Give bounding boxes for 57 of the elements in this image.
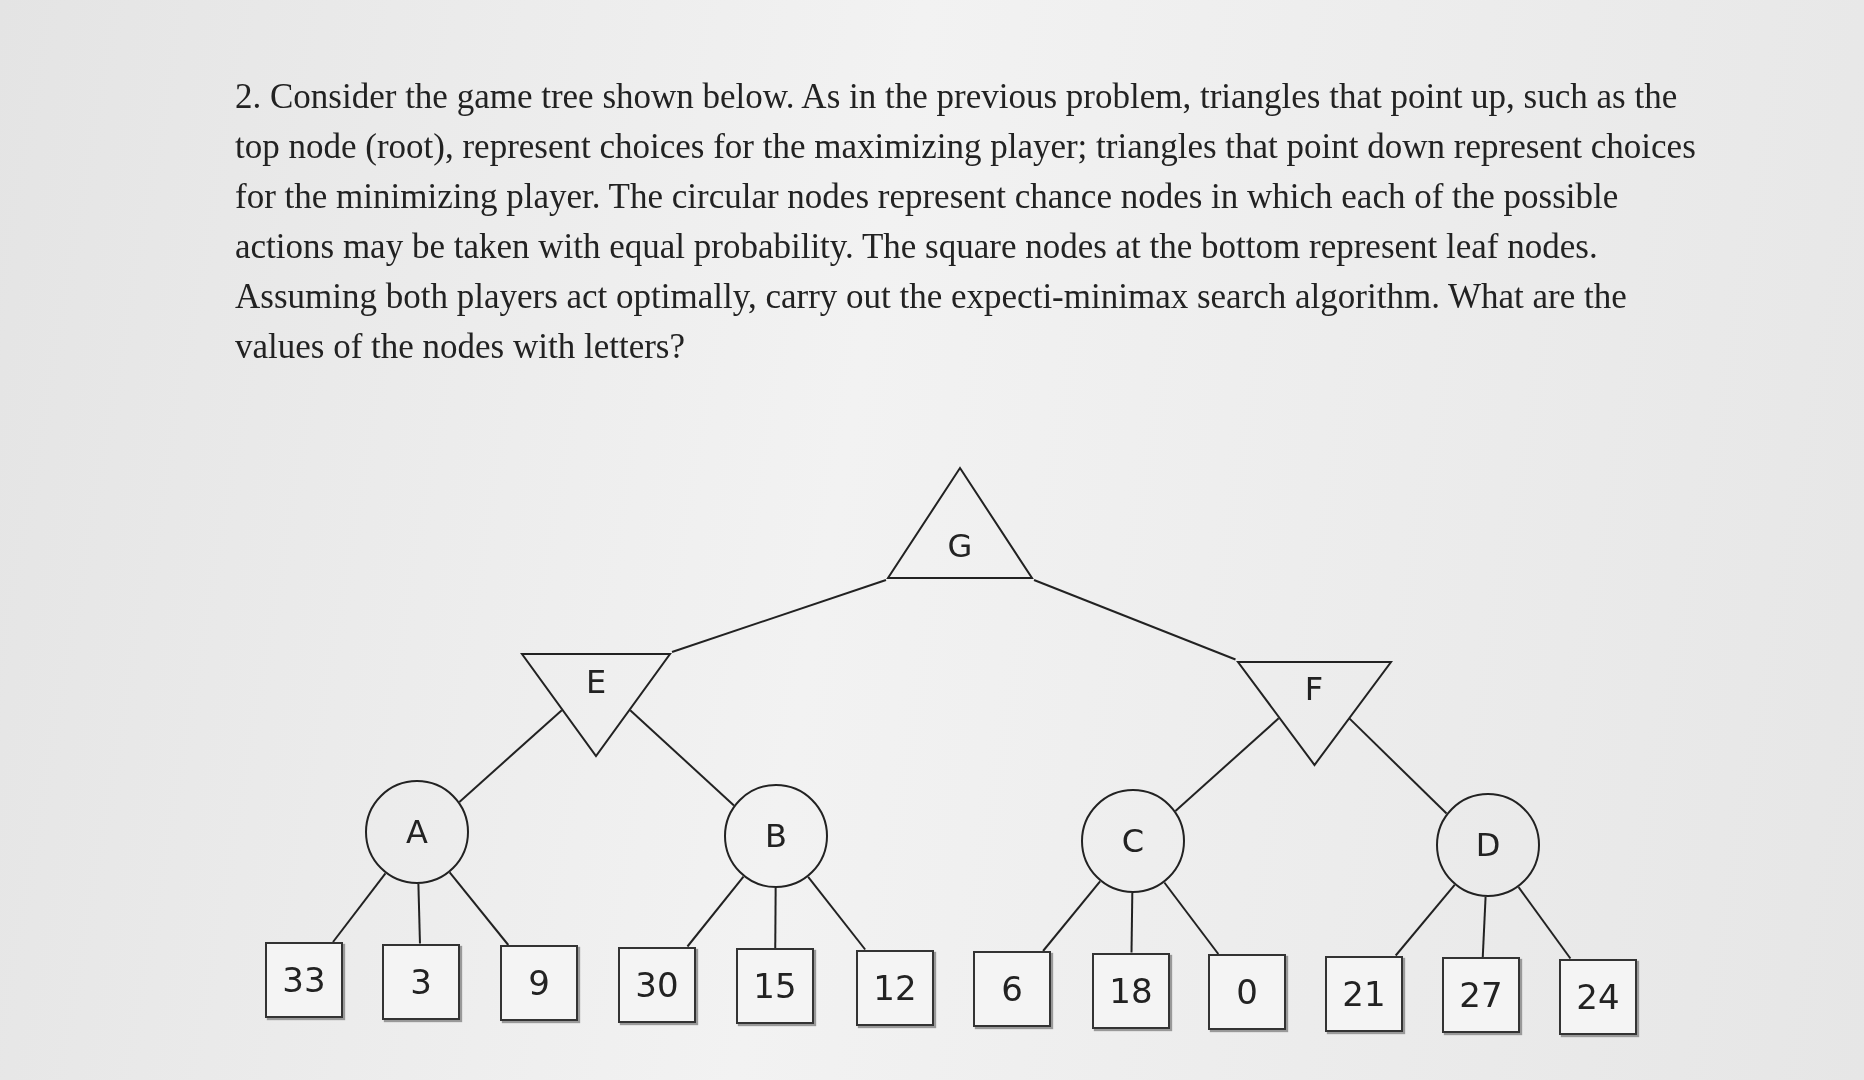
tree-edge — [1042, 880, 1102, 952]
leaf-square-node — [1208, 954, 1286, 1030]
leaf-value: 6 — [1001, 969, 1023, 1009]
tree-edge — [1481, 895, 1487, 958]
tree-edge — [1174, 717, 1280, 812]
chance-node — [724, 784, 828, 888]
chance-node — [1436, 793, 1540, 897]
tree-edge — [1033, 579, 1237, 661]
leaf-value: 12 — [873, 967, 917, 1008]
leaf-square-node — [265, 942, 343, 1018]
node-letter: C — [1121, 822, 1145, 860]
leaf-square-node — [736, 948, 814, 1024]
leaf-value: 21 — [1342, 973, 1386, 1014]
leaf-square-node — [973, 951, 1051, 1027]
leaf-value: 27 — [1459, 975, 1503, 1015]
tree-edge — [1130, 892, 1134, 954]
min-triangle-node — [520, 652, 672, 758]
leaf-value: 18 — [1109, 970, 1153, 1011]
node-letter: G — [947, 526, 973, 565]
leaf-value: 0 — [1236, 972, 1258, 1012]
tree-edge — [671, 579, 887, 653]
leaf-value: 30 — [635, 964, 679, 1005]
tree-edge — [332, 872, 387, 943]
leaf-value: 3 — [410, 961, 432, 1002]
question-paragraph: 2. Consider the game tree shown below. As in the previous problem, triangles that point up, such as the top node (root), represent choices for the maximizing player; triangles that point down represent choices for the minimizing player. The circular nodes represent chance nodes in which each of the possible actions may be taken with equal probability. The square nodes at the bottom represent leaf nodes. Assuming both players act optimally, carry out the expecti-minimax search algorithm. What are the values of the nodes with letters? — [235, 76, 1697, 368]
tree-edge — [774, 887, 777, 949]
leaf-square-node — [1092, 952, 1170, 1029]
leaf-value: 33 — [282, 960, 326, 1000]
tree-edge — [417, 883, 421, 945]
tree-edge — [1517, 886, 1572, 960]
node-letter: B — [765, 817, 787, 855]
chance-node — [1081, 789, 1185, 893]
leaf-value: 24 — [1576, 976, 1620, 1017]
max-triangle-node — [886, 466, 1034, 580]
tree-edge — [1163, 881, 1220, 955]
leaf-square-node — [1559, 958, 1637, 1035]
tree-edge — [686, 875, 745, 948]
node-letter: F — [1304, 670, 1324, 709]
tree-edge — [448, 871, 510, 946]
leaf-square-node — [856, 949, 934, 1026]
node-letter: E — [585, 662, 607, 701]
leaf-value: 15 — [753, 966, 797, 1006]
tree-edge — [807, 875, 867, 951]
leaf-square-node — [500, 945, 578, 1021]
leaf-value: 9 — [528, 963, 550, 1003]
node-letter: D — [1475, 826, 1501, 864]
tree-edge — [1394, 883, 1456, 957]
leaf-square-node — [1325, 955, 1403, 1032]
leaf-square-node — [1442, 957, 1520, 1033]
tree-edge — [458, 709, 563, 803]
chance-node — [365, 780, 469, 884]
node-letter: A — [406, 813, 428, 851]
min-triangle-node — [1235, 659, 1393, 767]
tree-edge — [629, 709, 735, 807]
leaf-square-node — [618, 946, 696, 1023]
tree-edge — [1348, 717, 1448, 815]
leaf-square-node — [382, 943, 460, 1020]
